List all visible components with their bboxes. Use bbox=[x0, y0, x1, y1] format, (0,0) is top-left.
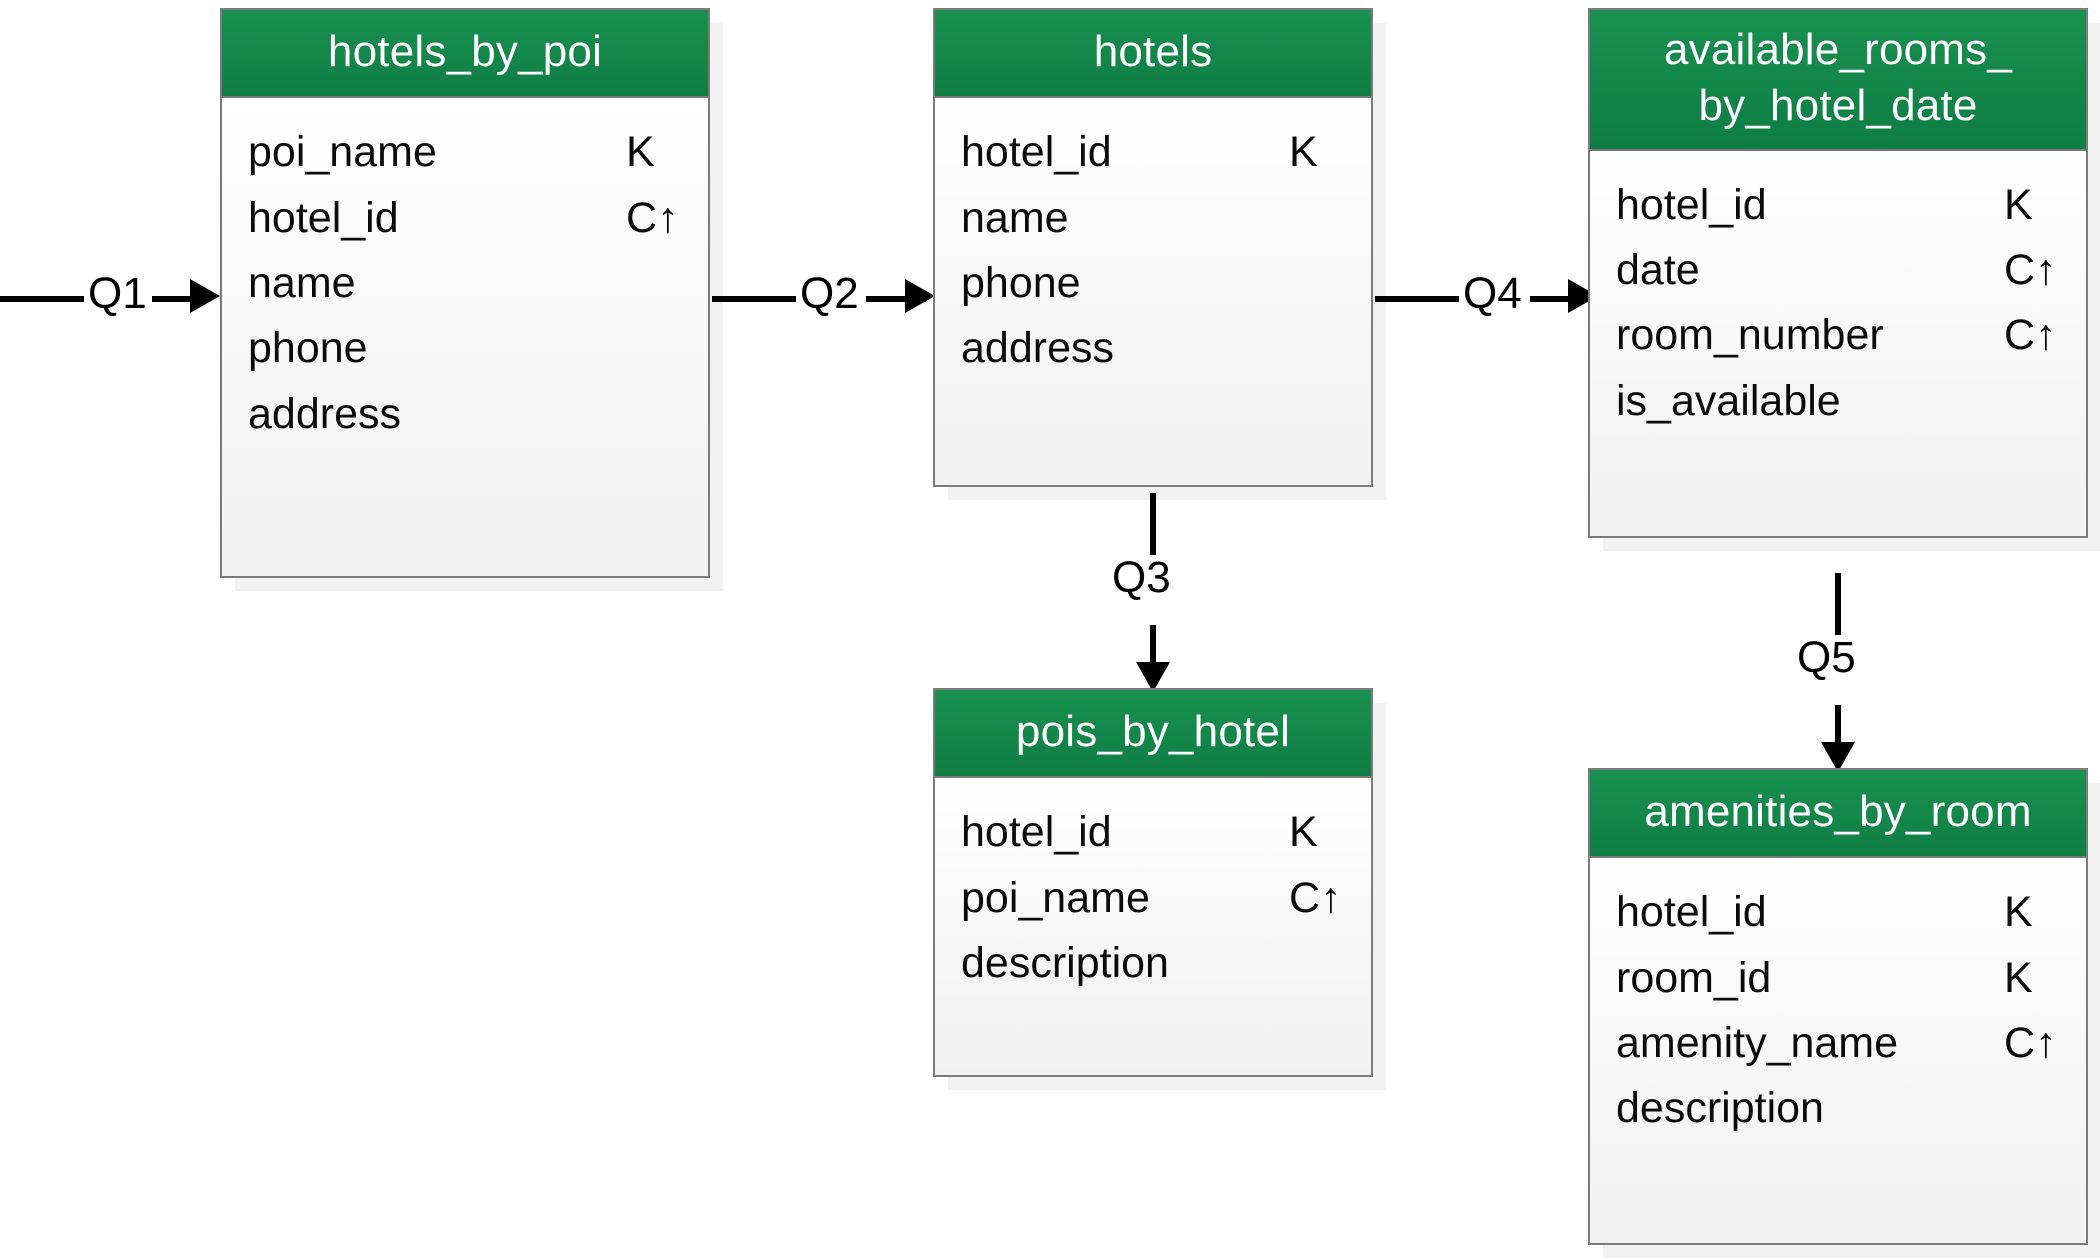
connector-q4-line-right bbox=[1530, 296, 1588, 302]
column-name: phone bbox=[248, 324, 368, 373]
table-row: hotel_id K bbox=[935, 120, 1371, 185]
table-row: description bbox=[935, 931, 1371, 996]
table-hotels-by-poi-title: hotels_by_poi bbox=[222, 10, 708, 99]
connector-q3-label: Q3 bbox=[1108, 556, 1175, 600]
table-row: name bbox=[222, 251, 708, 316]
column-name: description bbox=[961, 939, 1169, 988]
connector-q5-label: Q5 bbox=[1793, 636, 1860, 680]
column-name: description bbox=[1616, 1084, 1824, 1133]
column-name: name bbox=[248, 259, 356, 308]
connector-q1-label: Q1 bbox=[84, 272, 151, 316]
connector-q5-arrowhead bbox=[1821, 742, 1855, 772]
table-row: description bbox=[1590, 1076, 2086, 1141]
table-row: hotel_id K bbox=[1590, 880, 2086, 945]
table-available-rooms-by-hotel-date-columns: hotel_id K date C↑ room_number C↑ is_ava… bbox=[1590, 150, 2086, 536]
column-name: is_available bbox=[1616, 376, 1841, 425]
connector-q3-line-top bbox=[1150, 493, 1156, 555]
column-name: hotel_id bbox=[961, 128, 1112, 177]
table-row: address bbox=[935, 316, 1371, 381]
connector-q2-line-left bbox=[712, 296, 798, 302]
connector-q4-label: Q4 bbox=[1459, 272, 1526, 316]
table-hotels-by-poi[interactable]: hotels_by_poi poi_name K hotel_id C↑ nam… bbox=[220, 8, 710, 579]
column-key: C↑ bbox=[2004, 245, 2057, 294]
table-row: address bbox=[222, 382, 708, 447]
column-name: hotel_id bbox=[1616, 180, 1767, 229]
connector-q5-line-top bbox=[1835, 573, 1841, 635]
table-row: name bbox=[935, 186, 1371, 251]
table-row: amenity_name C↑ bbox=[1590, 1011, 2086, 1076]
table-row: phone bbox=[935, 251, 1371, 316]
connector-q2-label: Q2 bbox=[796, 272, 863, 316]
column-name: hotel_id bbox=[961, 808, 1112, 857]
table-row: poi_name K bbox=[222, 120, 708, 185]
column-key: K bbox=[2004, 953, 2033, 1002]
column-key: C↑ bbox=[1289, 873, 1342, 922]
table-amenities-by-room-columns: hotel_id K room_id K amenity_name C↑ des… bbox=[1590, 858, 2086, 1244]
table-hotels[interactable]: hotels hotel_id K name phone address bbox=[933, 8, 1373, 488]
table-row: hotel_id K bbox=[935, 800, 1371, 865]
column-name: room_number bbox=[1616, 311, 1884, 360]
column-key: C↑ bbox=[2004, 1019, 2057, 1068]
table-amenities-by-room[interactable]: amenities_by_room hotel_id K room_id K a… bbox=[1588, 768, 2088, 1246]
connector-q2-arrowhead bbox=[905, 279, 935, 313]
table-available-rooms-by-hotel-date[interactable]: available_rooms_ by_hotel_date hotel_id … bbox=[1588, 8, 2088, 538]
table-pois-by-hotel[interactable]: pois_by_hotel hotel_id K poi_name C↑ des… bbox=[933, 688, 1373, 1078]
connector-q2-line-right bbox=[866, 296, 926, 302]
column-key: K bbox=[1289, 808, 1318, 857]
table-hotels-columns: hotel_id K name phone address bbox=[935, 98, 1371, 486]
table-row: hotel_id K bbox=[1590, 173, 2086, 238]
column-name: poi_name bbox=[248, 128, 437, 177]
connector-q1-line-left bbox=[0, 296, 86, 302]
column-name: phone bbox=[961, 259, 1081, 308]
column-key: C↑ bbox=[626, 193, 679, 242]
table-hotels-by-poi-columns: poi_name K hotel_id C↑ name phone addres… bbox=[222, 98, 708, 577]
column-name: amenity_name bbox=[1616, 1019, 1899, 1068]
table-pois-by-hotel-columns: hotel_id K poi_name C↑ description bbox=[935, 778, 1371, 1076]
table-row: phone bbox=[222, 316, 708, 381]
table-row: is_available bbox=[1590, 369, 2086, 434]
table-row: hotel_id C↑ bbox=[222, 186, 708, 251]
column-name: address bbox=[248, 389, 401, 438]
column-name: poi_name bbox=[961, 873, 1150, 922]
connector-q4-line-left bbox=[1375, 296, 1461, 302]
column-name: hotel_id bbox=[248, 193, 399, 242]
column-key: K bbox=[2004, 888, 2033, 937]
column-key: C↑ bbox=[2004, 311, 2057, 360]
column-name: hotel_id bbox=[1616, 888, 1767, 937]
table-amenities-by-room-title: amenities_by_room bbox=[1590, 770, 2086, 859]
table-available-rooms-by-hotel-date-title: available_rooms_ by_hotel_date bbox=[1590, 10, 2086, 151]
column-key: K bbox=[2004, 180, 2033, 229]
table-hotels-title: hotels bbox=[935, 10, 1371, 99]
table-pois-by-hotel-title: pois_by_hotel bbox=[935, 690, 1371, 779]
connector-q1-arrowhead bbox=[190, 279, 220, 313]
column-name: date bbox=[1616, 245, 1700, 294]
column-key: K bbox=[1289, 128, 1318, 177]
connector-q1-line-right bbox=[152, 296, 210, 302]
column-name: address bbox=[961, 324, 1114, 373]
connector-q5-line-bottom bbox=[1835, 705, 1841, 750]
table-row: room_number C↑ bbox=[1590, 303, 2086, 368]
connector-q3-line-bottom bbox=[1150, 625, 1156, 670]
table-row: poi_name C↑ bbox=[935, 866, 1371, 931]
connector-q3-arrowhead bbox=[1136, 662, 1170, 692]
column-name: room_id bbox=[1616, 953, 1772, 1002]
table-row: date C↑ bbox=[1590, 238, 2086, 303]
column-key: K bbox=[626, 128, 655, 177]
column-name: name bbox=[961, 193, 1069, 242]
table-row: room_id K bbox=[1590, 946, 2086, 1011]
